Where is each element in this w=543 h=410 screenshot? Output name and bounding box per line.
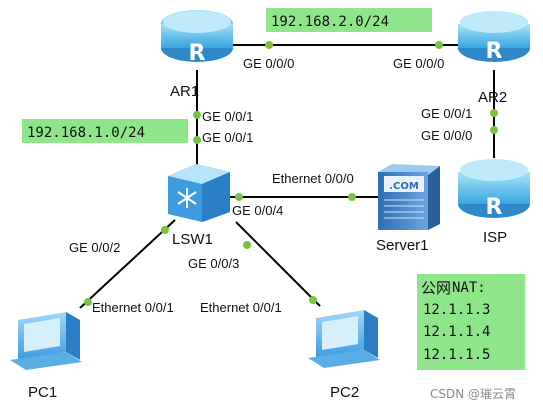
nat-address: 12.1.1.3 bbox=[423, 302, 490, 318]
link-lsw1-pc2 bbox=[235, 221, 321, 307]
port-label: GE 0/0/2 bbox=[69, 240, 120, 255]
port-dots bbox=[84, 41, 498, 306]
ar1-label: AR1 bbox=[170, 83, 199, 100]
port-dot bbox=[193, 136, 201, 144]
port-dot bbox=[84, 298, 92, 306]
nat-address: 12.1.1.5 bbox=[423, 347, 490, 363]
port-dot bbox=[490, 126, 498, 134]
port-label: GE 0/0/0 bbox=[393, 56, 444, 71]
port-label: Ethernet 0/0/0 bbox=[272, 171, 354, 186]
router-isp[interactable]: R bbox=[458, 159, 530, 220]
port-dot bbox=[490, 109, 498, 117]
nat-title-en: NAT: bbox=[452, 280, 486, 296]
pc1[interactable] bbox=[10, 312, 82, 370]
port-label: Ethernet 0/0/1 bbox=[200, 300, 282, 315]
server-icon: .COM bbox=[378, 164, 440, 230]
port-label: GE 0/0/0 bbox=[421, 128, 472, 143]
router-ar2[interactable]: R bbox=[458, 11, 530, 64]
subnet-left: 192.168.1.0/24 bbox=[22, 119, 188, 143]
port-label: Ethernet 0/0/1 bbox=[92, 300, 174, 315]
pc-icon bbox=[10, 312, 82, 370]
port-dot bbox=[348, 193, 356, 201]
router-glyph: R bbox=[486, 39, 503, 64]
router-ar1[interactable]: R bbox=[161, 10, 233, 66]
port-dot bbox=[161, 226, 169, 234]
server-badge: .COM bbox=[389, 181, 419, 192]
pc2-label: PC2 bbox=[330, 384, 359, 401]
pc-icon bbox=[308, 310, 380, 368]
subnet-top-text: 192.168.2.0/24 bbox=[271, 14, 389, 30]
port-dot bbox=[309, 296, 317, 304]
subnet-top: 192.168.2.0/24 bbox=[266, 8, 432, 32]
pc2[interactable] bbox=[308, 310, 380, 368]
router-icon: R bbox=[458, 159, 530, 220]
isp-label: ISP bbox=[483, 229, 507, 246]
port-dot bbox=[235, 193, 243, 201]
pc1-label: PC1 bbox=[28, 384, 57, 401]
port-dot bbox=[243, 241, 251, 249]
links bbox=[79, 44, 495, 309]
port-label: GE 0/0/0 bbox=[243, 56, 294, 71]
subnet-left-text: 192.168.1.0/24 bbox=[27, 125, 145, 141]
port-label: GE 0/0/1 bbox=[202, 109, 253, 124]
router-icon: R bbox=[458, 11, 530, 64]
port-dot bbox=[193, 111, 201, 119]
ar2-label: AR2 bbox=[478, 89, 507, 106]
router-glyph: R bbox=[189, 41, 206, 66]
port-label: GE 0/0/4 bbox=[232, 203, 283, 218]
port-dot bbox=[265, 41, 273, 49]
nat-title-cn: 公网 bbox=[421, 279, 451, 297]
nat-address: 12.1.1.4 bbox=[423, 324, 490, 340]
port-label: GE 0/0/1 bbox=[202, 130, 253, 145]
port-label: GE 0/0/3 bbox=[188, 256, 239, 271]
nat-box: 公网 NAT: 12.1.1.3 12.1.1.4 12.1.1.5 bbox=[417, 274, 525, 370]
router-icon: R bbox=[161, 10, 233, 66]
switch-icon bbox=[168, 164, 230, 222]
port-label: GE 0/0/1 bbox=[421, 106, 472, 121]
server1[interactable]: .COM bbox=[378, 164, 440, 230]
server1-label: Server1 bbox=[376, 237, 429, 254]
link-lsw1-pc1 bbox=[79, 219, 176, 309]
router-glyph: R bbox=[486, 195, 503, 220]
lsw1-label: LSW1 bbox=[172, 231, 213, 248]
port-dot bbox=[435, 41, 443, 49]
switch-lsw1[interactable] bbox=[168, 164, 230, 222]
watermark: CSDN @璀云霄 bbox=[430, 386, 516, 401]
